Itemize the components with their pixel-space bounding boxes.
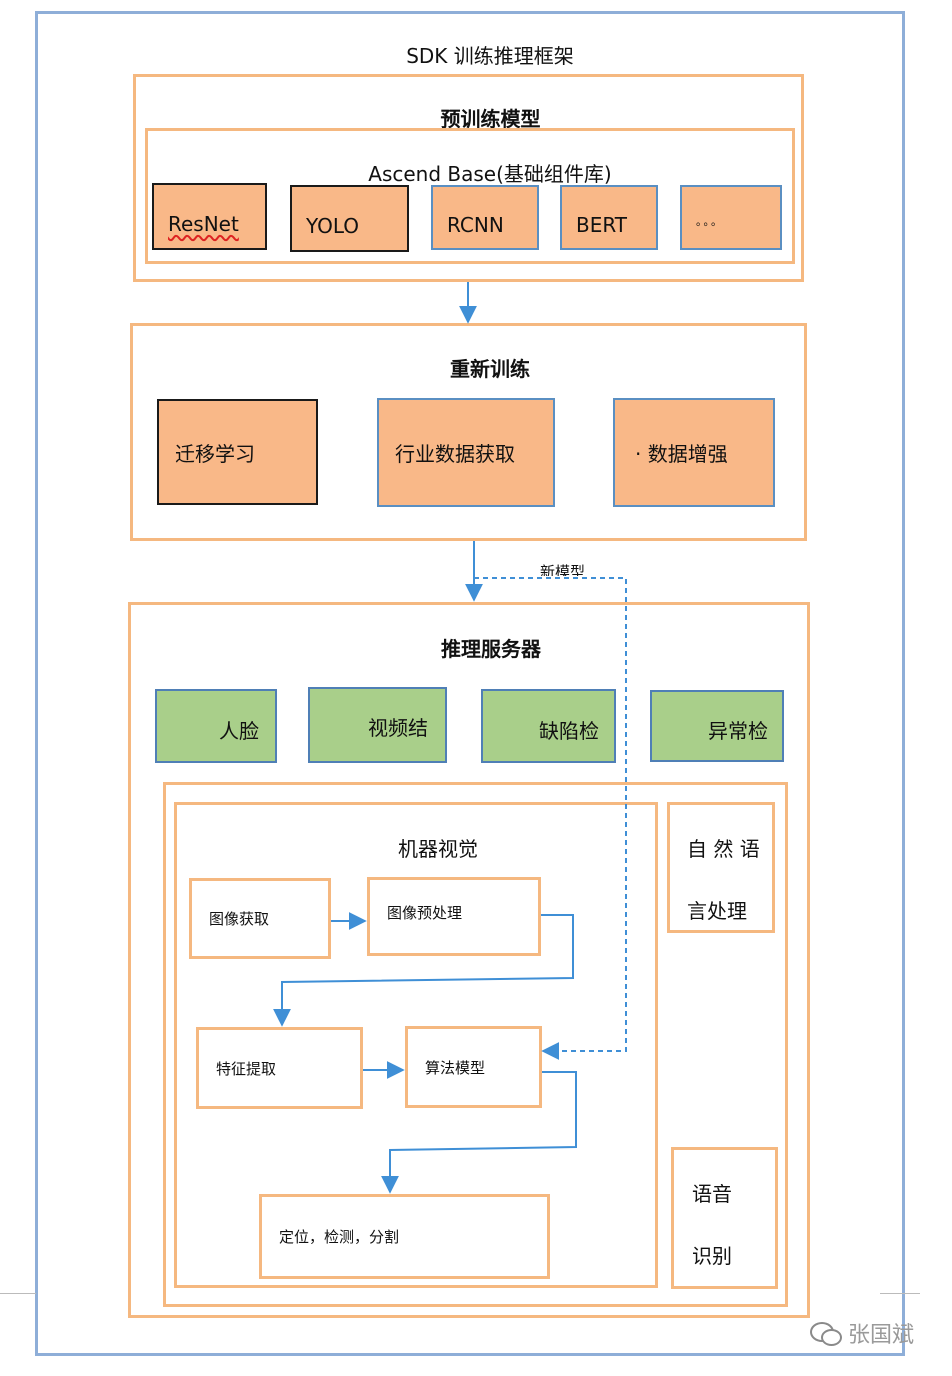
retrain-title: 重新训练	[450, 357, 530, 381]
retrain-section	[130, 323, 807, 541]
model-rcnn: RCNN	[431, 185, 539, 250]
retrain-industry-data-label: 行业数据获取	[395, 442, 515, 466]
inference-section	[128, 602, 810, 1318]
model-more: 。。。	[680, 185, 782, 250]
new-model-label-clip: 新模型	[538, 560, 618, 576]
app-anomaly: 异常检	[650, 690, 784, 762]
cv-step-locate-detect-segment-label: 定位，检测，分割	[279, 1228, 400, 1246]
retrain-transfer-learning-label: 迁移学习	[175, 441, 255, 466]
pretrain-section	[133, 74, 804, 282]
app-defect-label: 缺陷检	[539, 718, 599, 743]
cv-step-feature-extraction-label: 特征提取	[216, 1059, 277, 1078]
model-resnet-label: ResNet	[168, 211, 239, 236]
ascend-base-title: Ascend Base(基础组件库)	[368, 162, 612, 186]
retrain-industry-data: 行业数据获取	[377, 398, 555, 507]
app-video-label: 视频结	[368, 715, 428, 740]
cv-step-image-acquisition-label: 图像获取	[209, 910, 270, 928]
cv-step-locate-detect-segment: 定位，检测，分割	[259, 1194, 550, 1279]
model-yolo: YOLO	[290, 185, 409, 252]
ascend-base-frame	[145, 128, 795, 264]
speech-box: 语音 识别	[671, 1147, 778, 1289]
cv-step-algorithm-model-label: 算法模型	[425, 1059, 486, 1077]
model-bert: BERT	[560, 185, 658, 250]
new-model-label: 新模型	[540, 563, 586, 576]
retrain-data-augmentation: · 数据增强	[613, 398, 775, 507]
cv-title: 机器视觉	[398, 837, 478, 861]
app-video: 视频结	[308, 687, 447, 763]
cv-step-algorithm-model: 算法模型	[405, 1026, 542, 1108]
outer-frame	[35, 11, 905, 1356]
model-yolo-label: YOLO	[306, 213, 360, 238]
speech-label-line2: 识别	[692, 1244, 732, 1268]
cv-step-preprocessing: 图像预处理	[367, 877, 541, 956]
retrain-transfer-learning: 迁移学习	[157, 399, 318, 505]
page-edge-line-right	[880, 1293, 920, 1294]
cv-step-preprocessing-label: 图像预处理	[387, 904, 463, 922]
watermark: 张国斌	[810, 1318, 914, 1348]
cv-frame	[174, 802, 658, 1288]
nlp-label-line2: 言处理	[687, 899, 747, 923]
app-face-label: 人脸	[219, 718, 259, 743]
retrain-data-augmentation-label: · 数据增强	[635, 442, 728, 466]
cv-step-image-acquisition: 图像获取	[189, 878, 331, 959]
app-anomaly-label: 异常检	[708, 718, 768, 743]
watermark-text: 张国斌	[848, 1323, 915, 1348]
speech-label-line1: 语音	[692, 1182, 732, 1206]
page-edge-line-left	[0, 1293, 36, 1294]
cv-step-feature-extraction: 特征提取	[196, 1027, 363, 1109]
model-bert-label: BERT	[576, 212, 628, 237]
model-resnet: ResNet	[152, 183, 267, 250]
model-more-label: 。。。	[696, 214, 724, 228]
nlp-label-line1: 自 然 语	[687, 837, 760, 861]
pretrain-title: 预训练模型	[440, 107, 541, 131]
wechat-icon	[810, 1322, 842, 1346]
inference-title: 推理服务器	[441, 637, 541, 661]
nlp-box: 自 然 语 言处理	[667, 802, 775, 933]
main-title: SDK 训练推理框架	[406, 44, 574, 68]
app-face: 人脸	[155, 689, 277, 763]
model-rcnn-label: RCNN	[447, 212, 504, 237]
app-defect: 缺陷检	[481, 689, 616, 763]
